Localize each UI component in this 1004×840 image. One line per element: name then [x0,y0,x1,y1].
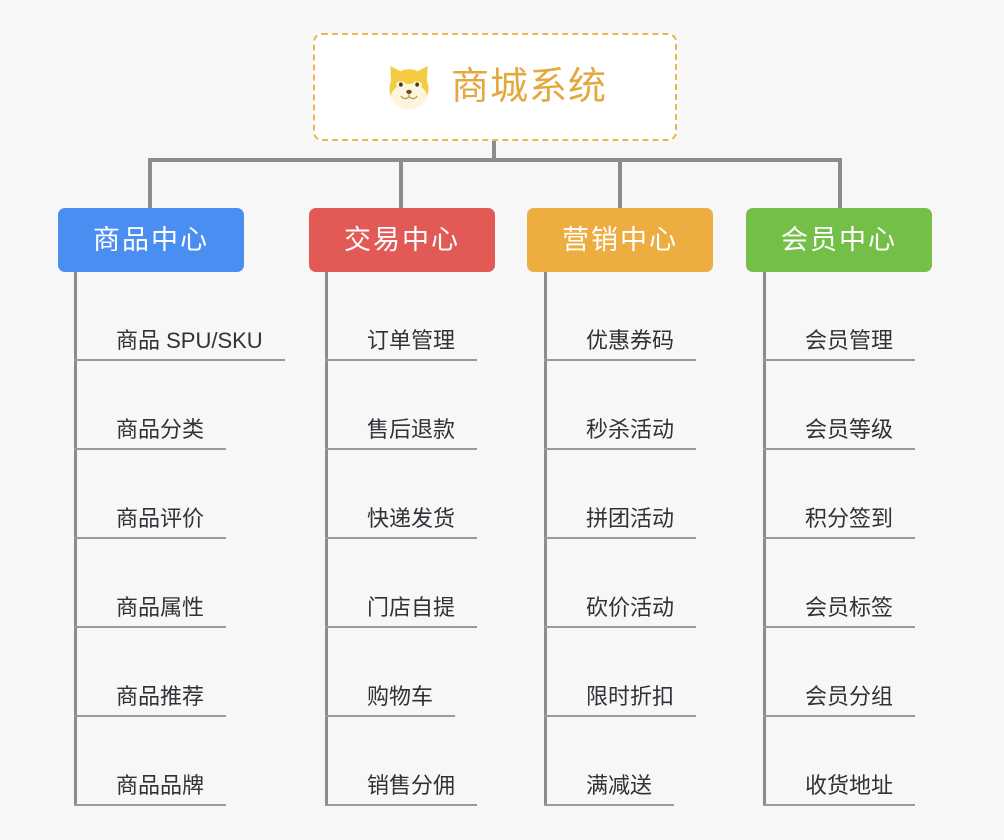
leaf-column-3: 优惠券码 秒杀活动 拼团活动 砍价活动 限时折扣 满减送 [544,272,697,806]
leaf-column-1: 商品 SPU/SKU 商品分类 商品评价 商品属性 商品推荐 商品品牌 [74,272,285,806]
leaf-label: 砍价活动 [586,594,675,620]
connector-horizontal-bar [148,158,842,162]
category-header-4[interactable]: 会员中心 [746,208,932,272]
column-spine-4 [763,272,766,806]
category-label-2: 交易中心 [344,224,460,255]
leaf-label: 售后退款 [367,416,456,442]
leaf-label: 限时折扣 [586,683,675,709]
leaf-label: 拼团活动 [586,505,675,531]
leaf-column-2: 订单管理 售后退款 快递发货 门店自提 购物车 销售分佣 [325,272,478,806]
column-spine-3 [544,272,547,806]
leaf-label: 商品分类 [116,416,205,442]
list-item[interactable]: 满减送 [544,717,675,806]
column-spine-2 [325,272,328,806]
leaf-label: 商品属性 [116,594,205,620]
list-item[interactable]: 会员标签 [763,539,916,628]
leaf-label: 商品评价 [116,505,205,531]
list-item[interactable]: 会员等级 [763,361,916,450]
list-item[interactable]: 购物车 [325,628,456,717]
list-item[interactable]: 拼团活动 [544,450,697,539]
category-header-2[interactable]: 交易中心 [309,208,495,272]
list-item[interactable]: 积分签到 [763,450,916,539]
leaf-label: 会员分组 [805,683,894,709]
connector-drop-1 [148,158,152,210]
list-item[interactable]: 门店自提 [325,539,478,628]
list-item[interactable]: 会员分组 [763,628,916,717]
leaf-label: 积分签到 [805,505,894,531]
leaf-label: 商品 SPU/SKU [116,327,263,353]
connector-drop-4 [838,158,842,210]
leaf-label: 快递发货 [367,505,456,531]
list-item[interactable]: 收货地址 [763,717,916,806]
leaf-label: 会员等级 [805,416,894,442]
list-item[interactable]: 优惠券码 [544,272,697,361]
list-item[interactable]: 商品 SPU/SKU [74,272,285,361]
leaf-label: 秒杀活动 [586,416,675,442]
list-item[interactable]: 秒杀活动 [544,361,697,450]
leaf-label: 订单管理 [367,327,456,353]
leaf-label: 商品推荐 [116,683,205,709]
list-item[interactable]: 商品推荐 [74,628,227,717]
leaf-label: 购物车 [367,683,434,709]
category-label-1: 商品中心 [93,224,209,255]
category-header-1[interactable]: 商品中心 [58,208,244,272]
leaf-label: 销售分佣 [367,772,456,798]
shiba-dog-face-icon [383,61,435,113]
list-item[interactable]: 售后退款 [325,361,478,450]
leaf-label: 会员标签 [805,594,894,620]
list-item[interactable]: 销售分佣 [325,717,478,806]
leaf-label: 商品品牌 [116,772,205,798]
connector-drop-3 [618,158,622,210]
list-item[interactable]: 商品品牌 [74,717,227,806]
leaf-label: 收货地址 [805,772,894,798]
leaf-column-4: 会员管理 会员等级 积分签到 会员标签 会员分组 收货地址 [763,272,916,806]
category-label-4: 会员中心 [781,224,897,255]
list-item[interactable]: 商品属性 [74,539,227,628]
list-item[interactable]: 商品分类 [74,361,227,450]
category-label-3: 营销中心 [562,224,678,255]
connector-root-stem [492,141,496,162]
leaf-label: 门店自提 [367,594,456,620]
category-header-3[interactable]: 营销中心 [527,208,713,272]
list-item[interactable]: 砍价活动 [544,539,697,628]
leaf-label: 优惠券码 [586,327,675,353]
root-title: 商城系统 [450,66,607,108]
root-node-shop-system[interactable]: 商城系统 [313,33,677,141]
list-item[interactable]: 商品评价 [74,450,227,539]
list-item[interactable]: 会员管理 [763,272,916,361]
connector-drop-2 [399,158,403,210]
column-spine-1 [74,272,77,806]
list-item[interactable]: 限时折扣 [544,628,697,717]
list-item[interactable]: 快递发货 [325,450,478,539]
leaf-label: 会员管理 [805,327,894,353]
leaf-label: 满减送 [586,772,653,798]
list-item[interactable]: 订单管理 [325,272,478,361]
